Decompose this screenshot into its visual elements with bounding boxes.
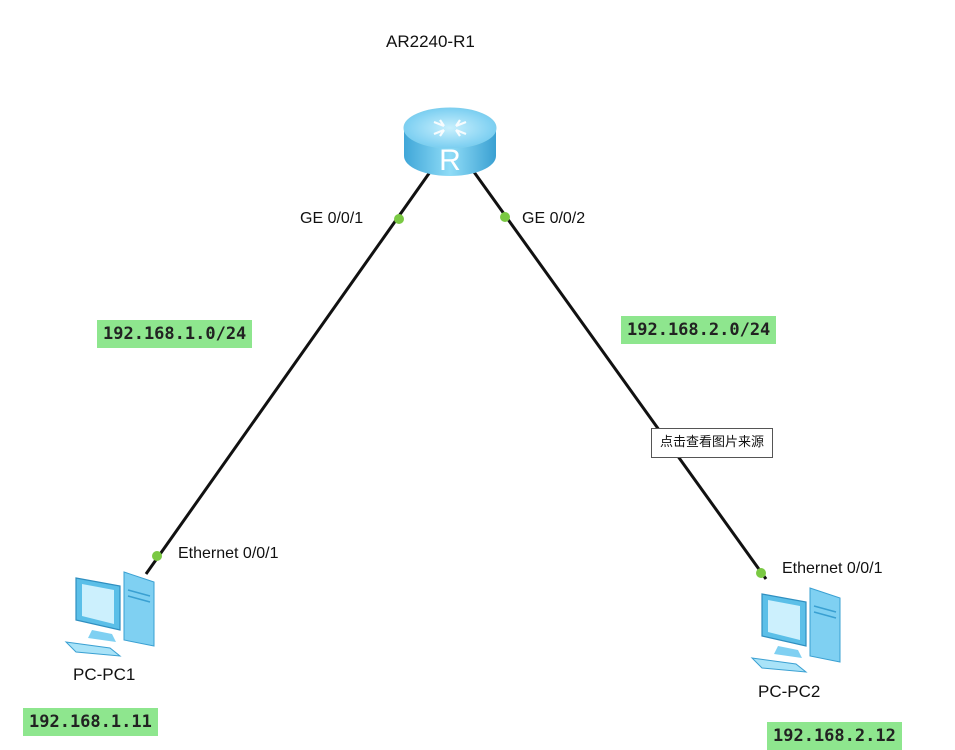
- r1-port-ge001-label: GE 0/0/1: [300, 210, 364, 227]
- link-r1-pc2[interactable]: [472, 171, 768, 580]
- pc1-name-label: PC-PC1: [73, 665, 136, 684]
- router-icon: R: [403, 107, 497, 177]
- link-r1-pc1[interactable]: [144, 171, 432, 575]
- pc-icon: [64, 571, 155, 657]
- port-dot-pc1-eth: [152, 551, 162, 561]
- pc-icon: [750, 587, 841, 673]
- port-dot-pc2-eth: [756, 568, 766, 578]
- pc1-device[interactable]: [62, 564, 166, 660]
- port-dot-r1-ge001: [394, 214, 404, 224]
- pc2-port-label: Ethernet 0/0/1: [782, 560, 883, 577]
- network-label-1: 192.168.1.0/24: [97, 320, 253, 348]
- pc1-port-label: Ethernet 0/0/1: [178, 545, 279, 562]
- image-source-tooltip[interactable]: 点击查看图片来源: [651, 428, 774, 458]
- network-label-2: 192.168.2.0/24: [621, 316, 777, 344]
- router-device[interactable]: R: [400, 100, 500, 182]
- r1-port-ge002-label: GE 0/0/2: [522, 210, 586, 227]
- svg-text:R: R: [439, 144, 461, 177]
- pc2-ip-label: 192.168.2.12: [767, 722, 902, 750]
- pc2-name-label: PC-PC2: [758, 682, 821, 701]
- port-dot-r1-ge002: [500, 212, 510, 222]
- pc1-ip-label: 192.168.1.11: [23, 708, 158, 736]
- pc2-device[interactable]: [748, 580, 852, 676]
- router-name-label: AR2240-R1: [386, 32, 475, 51]
